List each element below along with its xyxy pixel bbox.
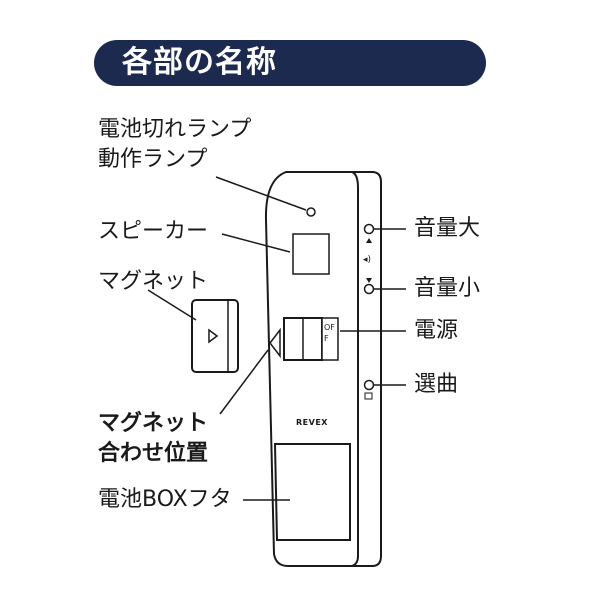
lamp-indicator <box>306 207 316 217</box>
leader-magnet-position <box>219 349 269 415</box>
battery-cover[interactable] <box>273 443 351 541</box>
switch-label-plate <box>321 317 339 361</box>
label-magnet-position-1: マグネット <box>98 411 209 436</box>
song-select-button[interactable] <box>363 379 375 391</box>
volume-down-button[interactable] <box>363 283 375 295</box>
speaker-grille <box>292 233 330 275</box>
volume-up-button[interactable] <box>363 223 375 235</box>
label-speaker: スピーカー <box>98 219 209 244</box>
label-song-select: 選曲 <box>414 372 459 397</box>
label-power: 電源 <box>414 318 459 343</box>
label-volume-down: 音量小 <box>414 276 481 301</box>
device-side-edge <box>351 171 359 567</box>
magnet-align-mark <box>269 327 281 359</box>
label-battery-lamp: 電池切れランプ <box>98 117 252 142</box>
leader-magnet <box>147 289 197 321</box>
magnet-mark-icon <box>208 328 219 344</box>
title-banner: 各部の名称 <box>94 40 486 86</box>
label-magnet: マグネット <box>98 269 209 294</box>
label-volume-up: 音量大 <box>414 216 481 241</box>
label-magnet-position-2: 合わせ位置 <box>98 441 209 466</box>
title-text: 各部の名称 <box>122 45 277 80</box>
speaker-small-icon: ◂) <box>363 255 371 265</box>
brand-logo: REVEX <box>296 418 328 427</box>
music-note-icon <box>364 392 373 400</box>
volume-down-arrow-icon <box>366 278 372 283</box>
label-action-lamp: 動作ランプ <box>98 147 208 172</box>
leader-lamp <box>215 176 307 211</box>
label-battery-cover: 電池BOXフタ <box>98 487 232 512</box>
switch-off-text: OFF <box>324 323 335 343</box>
leader-speaker <box>221 233 291 253</box>
volume-up-arrow-icon <box>366 238 372 243</box>
